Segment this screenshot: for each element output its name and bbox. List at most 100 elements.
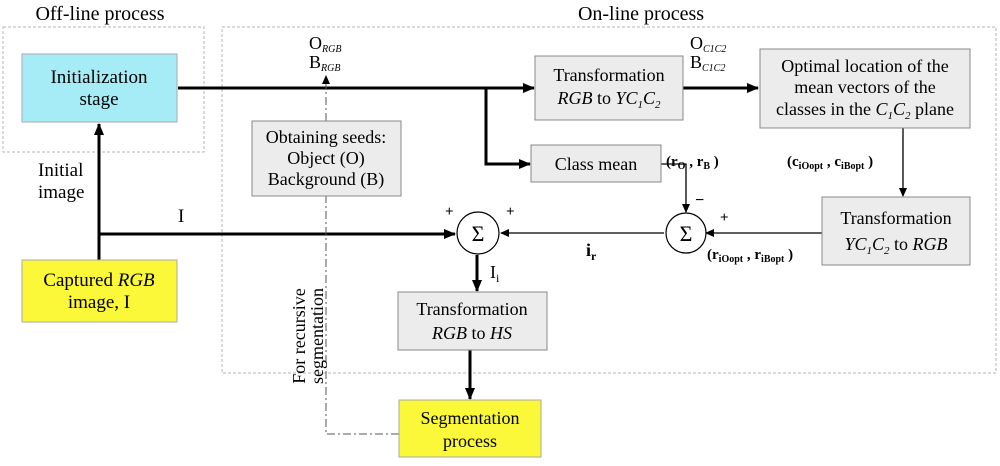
offline-region: [2, 26, 205, 153]
classmean-label: Class mean: [555, 154, 638, 174]
ir-base: i: [586, 240, 591, 260]
optimal-line3: classes in the C1C2 plane: [776, 99, 954, 122]
plus-sum1-left: +: [445, 204, 454, 220]
captured-line1: Captured RGB: [43, 270, 155, 291]
cp-s1: iOopt: [799, 161, 824, 172]
ropt-pair-label: (riOopt , riBopt ): [707, 247, 793, 265]
t1-c: C: [643, 88, 656, 108]
cp-comma: ,: [823, 154, 834, 170]
t2-rgb: RGB: [912, 234, 948, 254]
Ii-base: I: [490, 262, 496, 282]
t2-sub1: 1: [867, 245, 873, 257]
cp-close: ): [864, 154, 873, 170]
trans2-line2: YC1C2 to RGB: [844, 234, 947, 257]
sum-secondary-symbol: Σ: [680, 221, 693, 246]
t1-sub2: 2: [655, 99, 661, 111]
seeds-line1: Obtaining seeds:: [266, 127, 386, 147]
arrow-classmean-to-sum2: [661, 163, 690, 213]
transformation-ycc-rgb-block: Transformation YC1C2 to RGB: [821, 196, 971, 266]
trans2-line1: Transformation: [840, 208, 951, 228]
opt-c2: C: [893, 99, 906, 119]
B-c-sub: C1C2: [702, 63, 725, 74]
cp-open: (: [787, 154, 792, 170]
ro-comma: ,: [743, 247, 754, 263]
offline-title: Off-line process: [35, 3, 164, 25]
optimal-location-block: Optimal location of the mean vectors of …: [759, 48, 971, 129]
B-rgb-sub: RGB: [320, 63, 340, 74]
t3-rgb: RGB: [431, 323, 467, 343]
recursive-label: For recursive segmentation: [289, 288, 327, 384]
opt-plane: plane: [911, 99, 954, 119]
init-line1: Initialization: [50, 67, 148, 88]
t1-sub1: 1: [638, 99, 644, 111]
t2-sub2: 2: [884, 245, 890, 257]
c-pair-label: (ciOopt , ciBopt ): [787, 154, 873, 172]
opt-classes: classes in the: [776, 99, 875, 119]
trans3-line2: RGB to HS: [431, 323, 512, 343]
captured-image-block: Captured RGB image, I: [21, 259, 178, 323]
recursive-line2: segmentation: [307, 288, 327, 384]
seg-line2: process: [443, 431, 497, 451]
rp-r2: r: [697, 154, 704, 170]
plus-sum1-right: +: [506, 204, 515, 220]
seg-line1: Segmentation: [421, 408, 520, 428]
obtaining-seeds-block: Obtaining seeds: Object (O) Background (…: [251, 120, 402, 197]
opt-c1: C: [875, 99, 888, 119]
B-c-base: B: [690, 52, 702, 72]
sum-node-secondary: Σ: [665, 212, 707, 254]
B-c-label: BC1C2: [690, 52, 725, 74]
initialization-block: Initialization stage: [21, 53, 178, 123]
B-rgb-base: B: [309, 52, 321, 72]
init-line2: stage: [79, 89, 118, 110]
captured-rgb: RGB: [117, 270, 155, 291]
t1-to: to: [592, 88, 615, 108]
I-label: I: [178, 206, 184, 227]
t1-yc: YC: [615, 88, 638, 108]
ir-label: ir: [586, 240, 597, 263]
ro-s1: iOopt: [719, 254, 744, 265]
transformation-rgb-hs-block: Transformation RGB to HS: [397, 291, 548, 351]
trans1-line2: RGB to YC1C2: [556, 88, 661, 111]
cp-s2: iBopt: [841, 161, 865, 172]
O-c-base: O: [690, 33, 703, 53]
recursive-line1: For recursive: [289, 288, 309, 383]
t3-hs: HS: [489, 323, 512, 343]
Ii-sub: i: [496, 271, 500, 285]
optimal-line1: Optimal location of the: [781, 56, 948, 76]
O-rgb-sub: RGB: [321, 44, 341, 55]
cp-c2: c: [834, 154, 841, 170]
cp-c1: c: [792, 154, 799, 170]
opt-sub1: 1: [888, 110, 894, 122]
ro-open: (: [707, 247, 712, 263]
t2-c: C: [872, 234, 885, 254]
sum-main-symbol: Σ: [472, 221, 485, 246]
rp-open: (: [666, 154, 671, 170]
t2-to: to: [890, 234, 913, 254]
rp-s2: B: [703, 161, 710, 172]
rp-r1: r: [671, 154, 678, 170]
ro-r2: r: [754, 247, 761, 263]
class-mean-block: Class mean: [530, 144, 662, 183]
minus-sum2: −: [695, 192, 704, 209]
O-rgb-label: ORGB: [309, 33, 341, 55]
O-c-sub: C1C2: [703, 44, 726, 55]
captured-line2: image, I: [68, 292, 130, 313]
Ii-label: Ii: [490, 262, 500, 285]
ro-r1: r: [712, 247, 719, 263]
arrow-recursive-feedback: [325, 195, 399, 435]
transformation-rgb-ycc-block: Transformation RGB to YC1C2: [534, 55, 684, 121]
O-c-label: OC1C2: [690, 33, 726, 55]
captured-prefix: Captured: [43, 270, 117, 291]
trans1-line1: Transformation: [553, 65, 664, 85]
initial-image-label-1: Initial: [38, 160, 83, 181]
t3-to: to: [467, 323, 490, 343]
plus-sum2: +: [720, 210, 729, 226]
opt-sub2: 2: [905, 110, 911, 122]
optimal-line2: mean vectors of the: [794, 77, 935, 97]
segmentation-block: Segmentation process: [398, 399, 542, 458]
online-title: On-line process: [578, 3, 704, 25]
rp-s1: O: [678, 161, 686, 172]
ro-close: ): [784, 247, 793, 263]
